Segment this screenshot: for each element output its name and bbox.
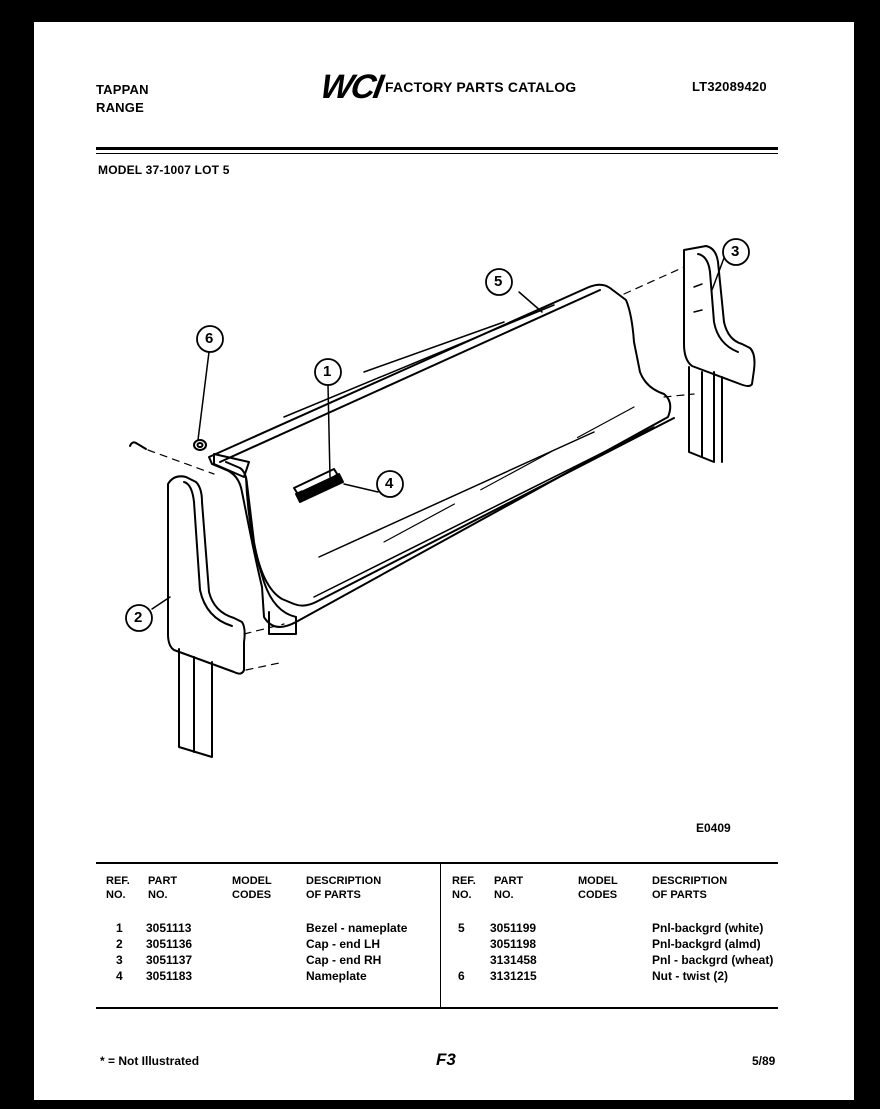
table-row: 5 3051199 Pnl-backgrd (white)	[458, 921, 764, 935]
catalog-title: FACTORY PARTS CATALOG	[385, 79, 577, 95]
model-line: MODEL 37-1007 LOT 5	[98, 163, 230, 177]
callout-2: 2	[134, 609, 143, 626]
table-row: 1 3051113 Bezel - nameplate	[116, 921, 408, 935]
brand-line1: TAPPAN	[96, 82, 149, 97]
assembly-dashed-lines	[147, 266, 695, 671]
callout-5: 5	[494, 273, 503, 290]
left-end-cap-part-2	[167, 475, 246, 758]
hdr-ref-no-right: REF.NO.	[452, 875, 476, 901]
right-rows: 5 3051199 Pnl-backgrd (white) 3051198 Pn…	[452, 920, 792, 984]
twist-nut-part-6	[129, 439, 207, 451]
catalog-sheet: TAPPAN RANGE WCI FACTORY PARTS CATALOG L…	[34, 22, 854, 1100]
left-rows: 1 3051113 Bezel - nameplate 2 3051136 Ca…	[106, 920, 436, 984]
not-illustrated-note: * = Not Illustrated	[100, 1054, 200, 1068]
table-top-rule	[96, 862, 778, 864]
exploded-diagram	[125, 238, 756, 758]
brand-line2: RANGE	[96, 100, 144, 115]
diagram-code: E0409	[696, 821, 731, 835]
table-row: 3131458 Pnl - backgrd (wheat)	[490, 953, 774, 967]
catalog-date: 5/89	[752, 1054, 776, 1068]
right-end-cap-part-3	[683, 245, 756, 463]
nameplate-assembly-part-1-4	[293, 468, 344, 503]
table-row: 6 3131215 Nut - twist (2)	[458, 969, 728, 983]
table-row: 4 3051183 Nameplate	[116, 969, 367, 983]
back-panel-part-5	[208, 283, 675, 635]
callout-6: 6	[205, 330, 214, 347]
table-divider	[440, 864, 441, 1007]
table-row: 2 3051136 Cap - end LH	[116, 937, 380, 951]
page-number: F3	[436, 1050, 456, 1069]
hdr-ref-no-left: REF.NO.	[106, 875, 130, 901]
table-row: 3 3051137 Cap - end RH	[116, 953, 382, 967]
header-rule-thick	[96, 147, 778, 150]
callout-4: 4	[385, 475, 394, 492]
callout-3: 3	[731, 243, 740, 260]
header-rule-thin	[96, 153, 778, 154]
table-bottom-rule	[96, 1007, 778, 1009]
catalog-number: LT32089420	[692, 79, 767, 94]
leader-lines	[151, 257, 725, 610]
callout-1: 1	[323, 363, 332, 380]
table-row: 3051198 Pnl-backgrd (almd)	[490, 937, 761, 951]
callout-circles	[125, 238, 750, 632]
